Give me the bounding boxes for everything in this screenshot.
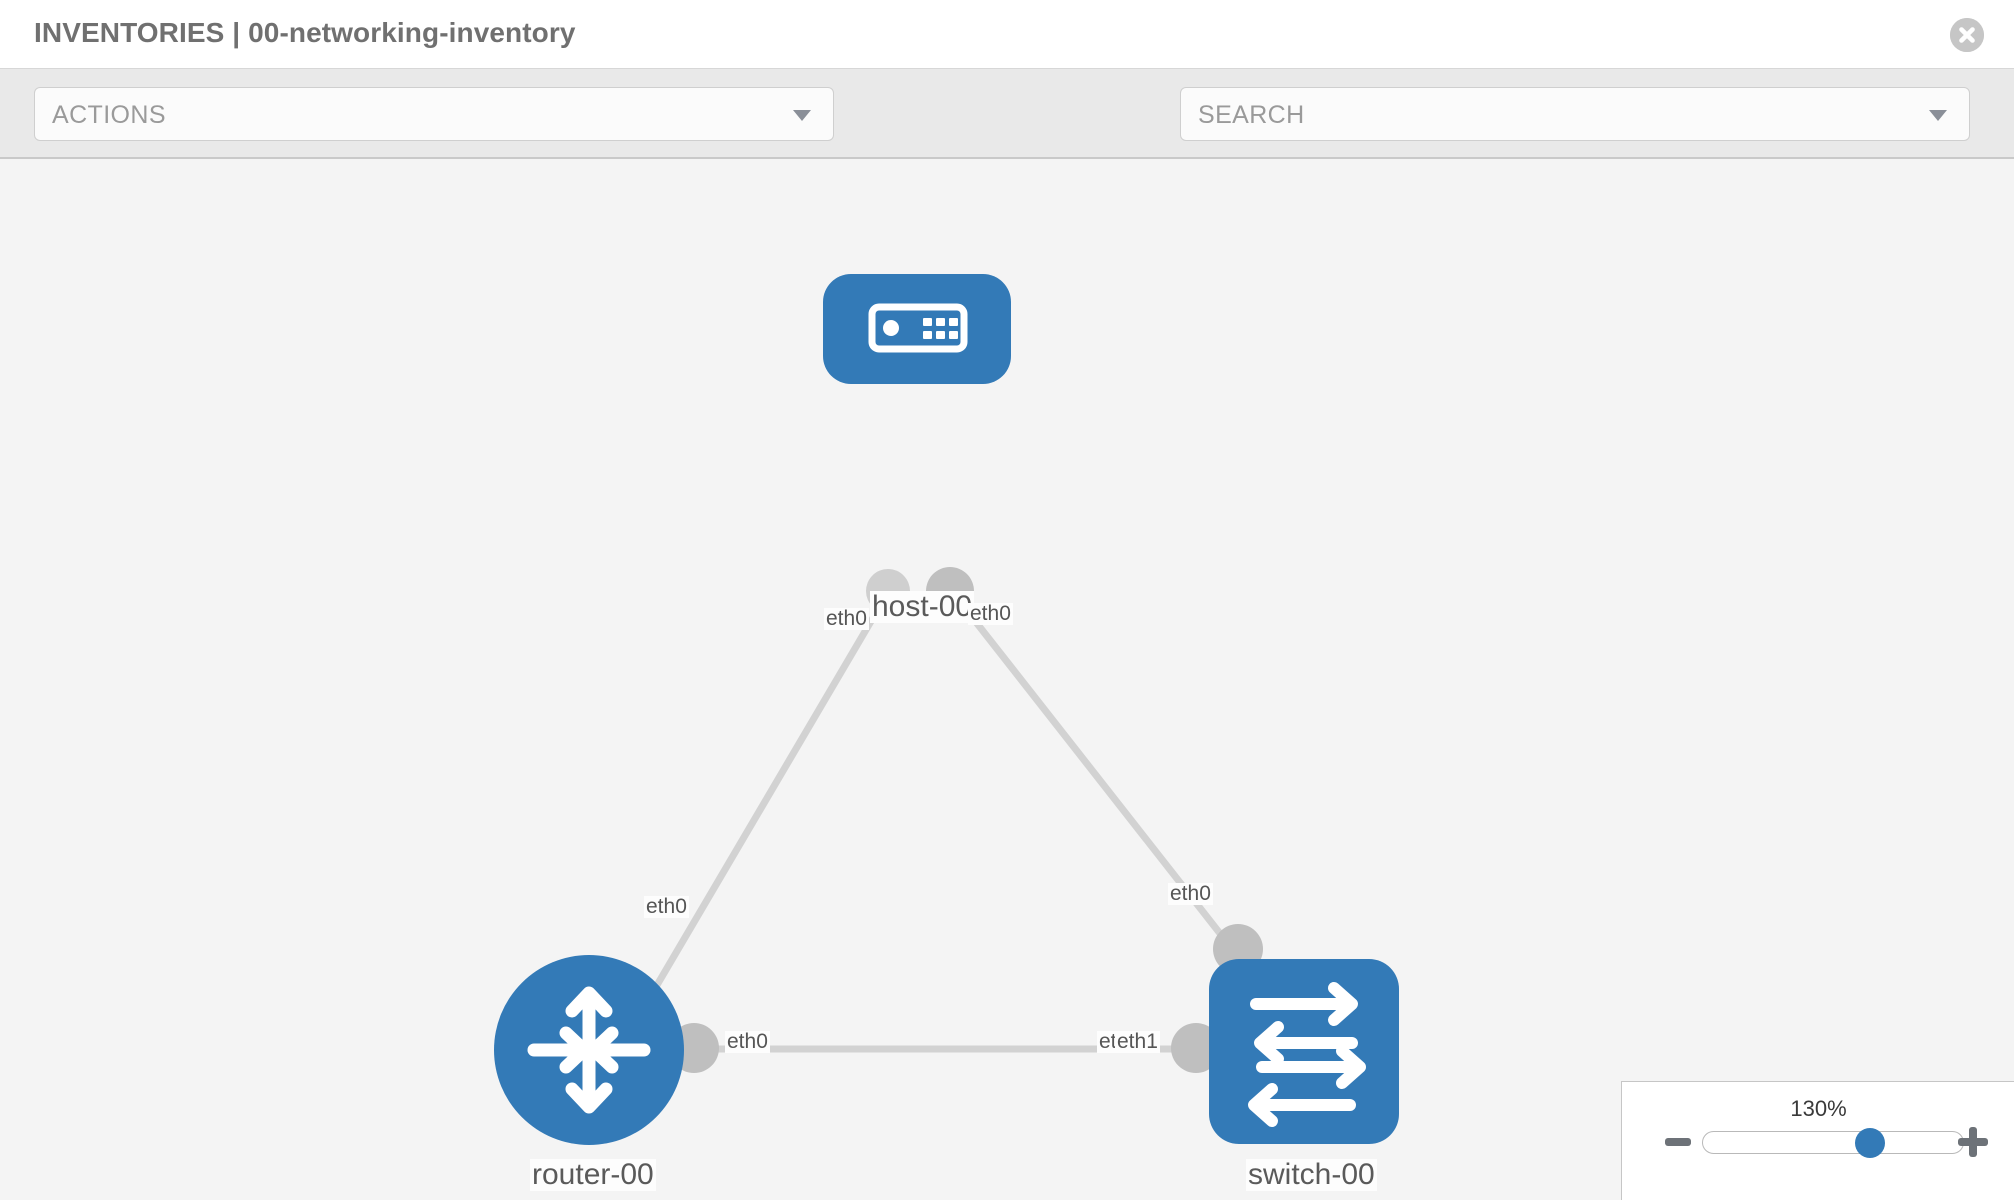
edge-label-host-left: eth0 [824, 607, 869, 631]
zoom-slider-thumb[interactable] [1855, 1128, 1885, 1158]
node-host-00[interactable] [823, 274, 1011, 384]
topology-graph [494, 274, 1399, 1145]
zoom-out-button[interactable] [1665, 1138, 1691, 1146]
actions-dropdown[interactable]: ACTIONS [34, 87, 834, 141]
zoom-level-label: 130% [1790, 1096, 1847, 1121]
search-input[interactable]: SEARCH [1180, 87, 1970, 141]
page-title: INVENTORIES | 00-networking-inventory [34, 17, 576, 48]
topology-canvas[interactable]: host-00 router-00 switch-00 eth0 eth0 et… [0, 159, 2014, 1200]
node-label-switch-00: switch-00 [1246, 1158, 1377, 1191]
zoom-control-panel: 130% [1621, 1081, 2014, 1200]
actions-dropdown-label: ACTIONS [52, 101, 166, 129]
zoom-in-button[interactable] [1958, 1127, 1988, 1157]
connector-switch-left [1171, 1023, 1221, 1073]
toolbar: ACTIONS SEARCH [0, 69, 2014, 199]
edge-label-router-right: eth0 [725, 1030, 770, 1054]
chevron-down-icon[interactable] [1929, 110, 1947, 121]
edge-label-switch-up: eth0 [1168, 882, 1213, 906]
edge-label-router-up: eth0 [644, 895, 689, 919]
node-label-host-00: host-00 [870, 590, 975, 623]
search-placeholder: SEARCH [1198, 101, 1305, 129]
node-label-router-00: router-00 [530, 1158, 656, 1191]
edge-label-host-right: eth0 [968, 602, 1013, 626]
edge-label-switch-left-b: eth1 [1115, 1030, 1160, 1054]
close-icon[interactable] [1950, 18, 1984, 52]
node-router-00[interactable] [494, 955, 684, 1145]
page-header: INVENTORIES | 00-networking-inventory [0, 0, 2014, 69]
edge-host-router [636, 587, 894, 1016]
node-switch-00[interactable] [1209, 959, 1399, 1144]
zoom-slider-track[interactable] [1702, 1131, 1964, 1154]
chevron-down-icon [793, 110, 811, 121]
